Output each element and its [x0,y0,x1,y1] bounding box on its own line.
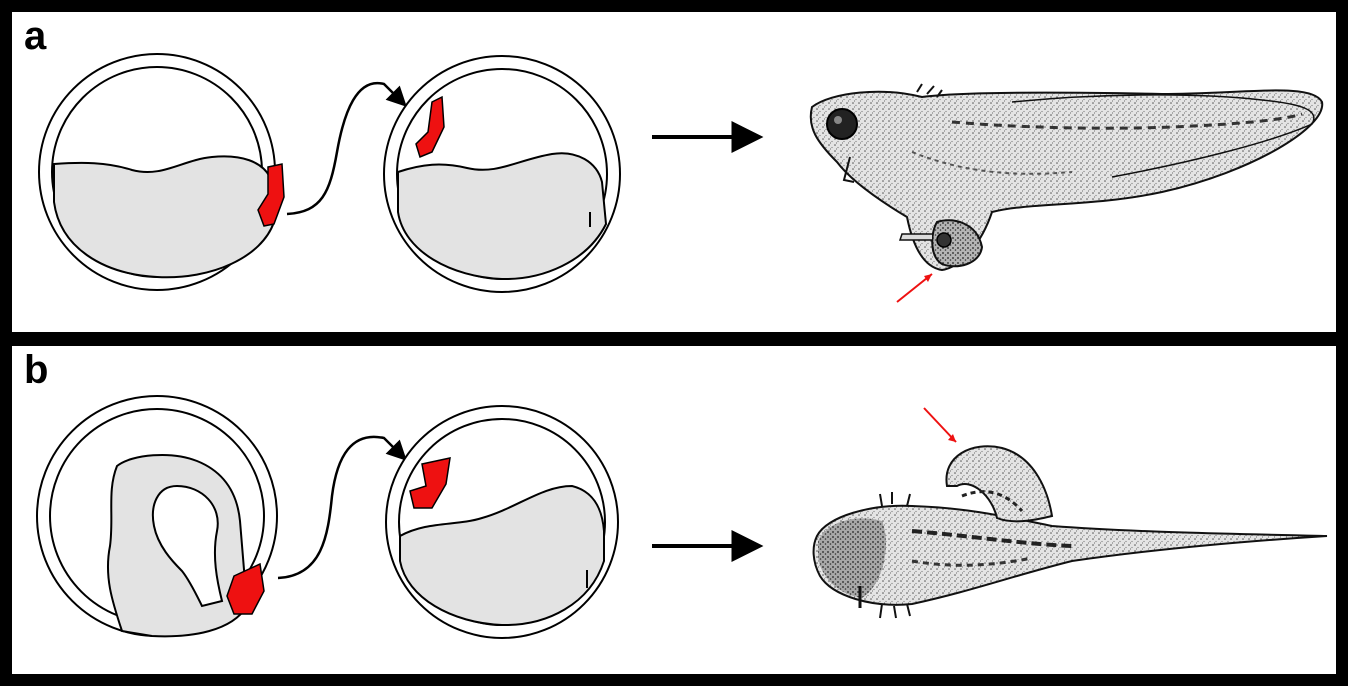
tadpole-a [811,84,1323,270]
tadpole-body-b [814,506,1327,605]
panel-b-drawing [12,346,1336,674]
panel-a: a [12,12,1336,332]
host-embryo-a [384,56,620,292]
panel-a-drawing [12,12,1336,332]
host-embryo-b [386,406,618,638]
panel-label-b: b [24,348,48,392]
donor-embryo-a [39,54,284,290]
tadpole-b [814,446,1327,618]
panel-b: b [12,346,1336,674]
tadpole-eye-a [827,109,857,139]
panel-label-a: a [24,14,46,58]
tadpole-gills-lower-b [880,604,910,618]
transplant-arrow-b [278,437,404,578]
tadpole-gills-b [880,492,910,506]
donor-embryo-b [37,396,277,636]
secondary-eye-a [937,233,951,247]
secondary-balancer-a [900,234,932,240]
tadpole-body-a [811,90,1323,270]
tadpole-gills-a [917,84,942,97]
